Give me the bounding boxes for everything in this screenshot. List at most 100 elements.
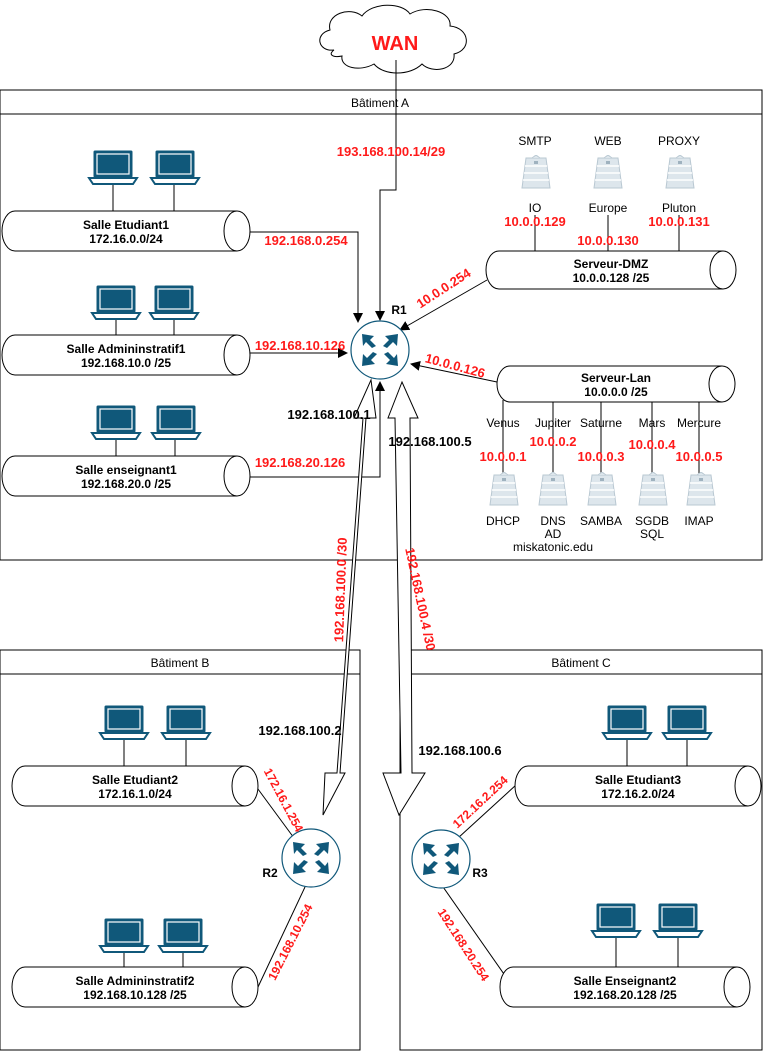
segment-etudiant1-name: Salle Etudiant1 [83,218,169,232]
laptop-icon [151,405,201,440]
router-r2-icon [281,828,341,888]
router-r2-label: R2 [262,866,278,880]
laptop-icon [99,705,149,740]
router-r3-icon [411,829,471,889]
laptop-icon [91,285,141,320]
segment-etudiant3-name: Salle Etudiant3 [595,773,681,787]
segment-enseignant2-network: 192.168.20.128 /25 [573,988,677,1002]
dmz-link [399,279,488,331]
lan-server-ip: 10.0.0.4 [629,437,677,452]
lan-server-role: IMAP [684,514,713,528]
laptop-icon [602,705,652,740]
building-a-title: Bâtiment A [351,96,409,110]
dmz-server-role: WEB [594,134,621,148]
ip-r1-lan: 10.0.0.126 [424,350,487,380]
lan-link [410,360,498,383]
dmz-server-name: Europe [589,201,628,215]
segment-dmz-network: 10.0.0.128 /25 [573,271,650,285]
segment-admin1-network: 192.168.10.0 /25 [81,356,171,370]
lan-server-role: miskatonic.edu [513,540,593,554]
building-a-frame [0,89,763,561]
segment-dmz-name: Serveur-DMZ [574,257,649,271]
segment-etudiant3-network: 172.16.2.0/24 [601,787,675,801]
lan-server-role: AD [545,527,562,541]
lan-server-role: DHCP [486,514,520,528]
lan-server-ip: 10.0.0.1 [480,449,527,464]
ip-r1-admin1: 192.168.10.126 [255,338,345,353]
lan-server-ip: 10.0.0.5 [676,449,723,464]
laptop-icon [91,405,141,440]
laptop-icon [591,903,641,938]
server-icon [521,155,551,189]
lan-server-role: DNS [540,514,565,528]
lan-server-role: SQL [640,527,664,541]
dmz-server-role: SMTP [518,134,551,148]
segment-lan-name: Serveur-Lan [581,371,651,385]
segment-etudiant1-network: 172.16.0.0/24 [89,232,163,246]
segment-etudiant2-network: 172.16.1.0/24 [98,787,172,801]
laptop-icon [88,150,138,185]
enseignant2-link [440,883,514,988]
ip-r3-a: 192.168.100.6 [418,743,501,758]
laptop-icon [150,150,200,185]
lan-server-name: Mars [639,416,666,430]
wan-label: WAN [372,33,419,55]
laptop-icon [653,903,703,938]
laptop-icon [99,918,149,953]
ip-r1-b: 192.168.100.1 [287,407,370,422]
segment-enseignant2-name: Salle Enseignant2 [574,974,677,988]
ip-r2-a: 192.168.100.2 [258,723,341,738]
dmz-server-name: Pluton [662,201,696,215]
server-icon [593,155,623,189]
segment-enseignant1-network: 192.168.20.0 /25 [81,477,171,491]
dmz-server-role: PROXY [658,134,700,148]
segment-admin2-network: 192.168.10.128 /25 [83,988,187,1002]
ip-r3-etudiant3: 172.16.2.254 [450,773,511,831]
building-b-frame [0,649,361,1051]
building-b-title: Bâtiment B [151,656,210,670]
dmz-server-ip: 10.0.0.129 [504,214,565,229]
server-icon [665,155,695,189]
server-icon [686,472,716,506]
server-icon [538,472,568,506]
etudiant1-link [250,231,363,323]
admin2-link [257,886,306,988]
ip-link-b: 192.168.100.0 /30 [331,537,350,642]
enseignant1-link [250,381,385,478]
server-icon [638,472,668,506]
segment-admin2-name: Salle Admininstratif2 [76,974,195,988]
server-icon [587,472,617,506]
laptop-icon [149,285,199,320]
ip-r2-admin2: 192.168.10.254 [265,902,315,983]
lan-server-role: SAMBA [580,514,622,528]
ip-r1-enseignant1: 192.168.20.126 [255,455,345,470]
lan-server-ip: 10.0.0.3 [578,449,625,464]
segment-etudiant2-name: Salle Etudiant2 [92,773,178,787]
building-c-title: Bâtiment C [551,656,611,670]
lan-server-role: SGDB [635,514,669,528]
wan-cloud [319,4,467,74]
wan-link [375,60,397,321]
dmz-server-ip: 10.0.0.130 [577,233,638,248]
etudiant2-link [254,784,295,839]
router-r1-icon [350,320,410,380]
laptop-icon [161,705,211,740]
lan-server-name: Jupiter [535,416,571,430]
lan-server-name: Saturne [580,416,622,430]
router-r1-label: R1 [391,303,407,317]
ip-r1-c: 192.168.100.5 [388,434,471,449]
link-a-c-arrow [382,380,426,817]
lan-server-ip: 10.0.0.2 [530,434,577,449]
lan-server-name: Venus [486,416,519,430]
segment-lan-network: 10.0.0.0 /25 [584,385,648,399]
segment-admin1-name: Salle Admininstratif1 [67,342,186,356]
